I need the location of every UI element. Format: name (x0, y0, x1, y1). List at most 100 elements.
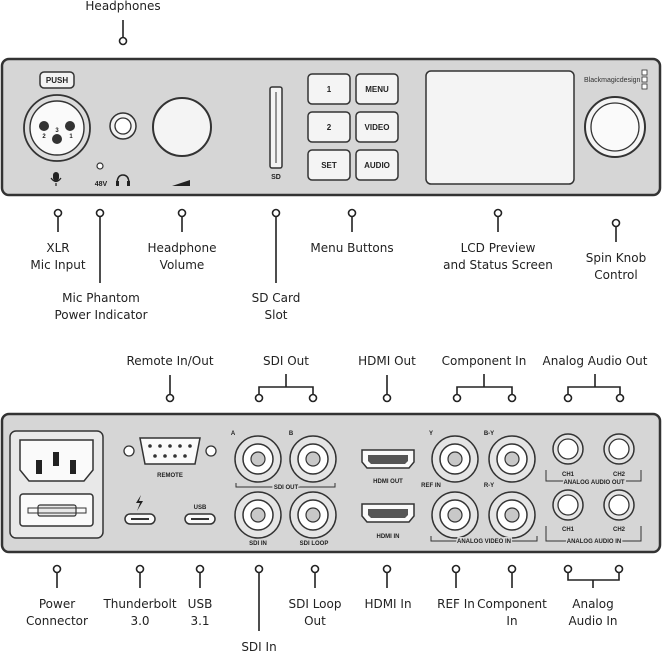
svg-text:Out: Out (304, 614, 326, 628)
usb-port: USB (184, 505, 216, 525)
ref-in-label: REF IN (421, 483, 441, 489)
svg-text:Connector: Connector (26, 614, 88, 628)
xlr-pin-1: 1 (69, 134, 73, 140)
video-button[interactable]: VIDEO (355, 111, 399, 143)
audio-in-ch1-label: CH1 (562, 527, 575, 533)
set-button[interactable]: SET (307, 149, 351, 181)
menu-button[interactable]: MENU (355, 73, 399, 105)
headphones-icon (116, 174, 130, 186)
front-callouts: Headphones XLR Mic Input Mic Phantom Pow… (30, 0, 646, 322)
svg-text:Mic Input: Mic Input (30, 258, 85, 272)
sdi-in-label: SDI IN (249, 541, 267, 547)
phantom-label: 48V (95, 181, 108, 188)
svg-text:3.1: 3.1 (190, 614, 209, 628)
lcd-screen (425, 70, 575, 185)
svg-text:1[interactable]: 1 (327, 85, 332, 94)
by-label: B-Y (484, 431, 494, 437)
svg-text:SET[interactable]: SET (321, 161, 337, 170)
audio-in-ch2-jack (603, 489, 635, 521)
sdi-loop-label: SDI LOOP (300, 541, 329, 547)
svg-text:Slot: Slot (265, 308, 288, 322)
power-connector (9, 430, 104, 539)
svg-text:3.0: 3.0 (130, 614, 149, 628)
audio-in-ch1-jack (552, 489, 584, 521)
volume-knob[interactable] (152, 97, 212, 157)
callout-analog-audio-out: Analog Audio Out (543, 354, 648, 368)
component-y-bnc (431, 435, 479, 483)
callout-power: Power (39, 597, 75, 611)
bnc-a-label: A (231, 431, 236, 437)
callout-sdi-loop: SDI Loop (289, 597, 342, 611)
rear-top-callouts: Remote In/Out SDI Out HDMI Out Component… (126, 354, 648, 403)
sd-label: SD (271, 174, 281, 181)
audio-out-ch2-jack (603, 433, 635, 465)
callout-menu: Menu Buttons (310, 241, 393, 255)
audio-in-ch2-label: CH2 (613, 527, 626, 533)
callout-phantom: Mic Phantom (62, 291, 140, 305)
sdi-in-bnc (234, 491, 282, 539)
callout-sdi-in: SDI In (241, 640, 276, 654)
svg-text:Audio In: Audio In (568, 614, 617, 628)
sdi-out-a-bnc (234, 435, 282, 483)
xlr-connector: PUSH 2 3 1 (23, 71, 91, 162)
volume-ramp-icon (172, 180, 190, 186)
analog-audio-in-label: ANALOG AUDIO IN (567, 539, 621, 545)
svg-text:AUDIO[interactable]: AUDIO (364, 161, 390, 170)
callout-hdmi-in: HDMI In (364, 597, 411, 611)
phantom-led (96, 162, 104, 170)
audio-out-ch1-label: CH1 (562, 472, 575, 478)
front-panel: PUSH 2 3 1 48V SD (0, 57, 662, 197)
callout-sd: SD Card (252, 291, 301, 305)
callout-remote: Remote In/Out (126, 354, 213, 368)
hdmi-out-label: HDMI OUT (373, 479, 403, 485)
rear-panel: REMOTE USB A B SDI OUT SDI I (0, 412, 662, 554)
button-1[interactable]: 1 (307, 73, 351, 105)
sdi-out-b-bnc (289, 435, 337, 483)
bnc-b-label: B (289, 431, 294, 437)
microphone-icon (50, 172, 62, 186)
brand-logo-icon (641, 69, 648, 90)
audio-out-ch1-jack (552, 433, 584, 465)
sdi-loop-bnc (289, 491, 337, 539)
svg-text:VIDEO[interactable]: VIDEO (365, 123, 390, 132)
push-label: PUSH (46, 76, 68, 85)
callout-thunderbolt: Thunderbolt (102, 597, 176, 611)
remote-label: REMOTE (157, 473, 183, 479)
audio-out-ch2-label: CH2 (613, 472, 626, 478)
callout-analog-in: Analog (572, 597, 613, 611)
hdmi-out-port: HDMI OUT (361, 449, 415, 485)
component-by-bnc (488, 435, 536, 483)
svg-text:Power Indicator: Power Indicator (54, 308, 147, 322)
button-2[interactable]: 2 (307, 111, 351, 143)
callout-hdmi-out: HDMI Out (358, 354, 416, 368)
usb-label: USB (194, 505, 207, 511)
hdmi-in-port: HDMI IN (361, 503, 415, 540)
callout-lcd: LCD Preview (461, 241, 536, 255)
sdi-out-label: SDI OUT (274, 485, 299, 491)
ref-in-bnc (431, 491, 479, 539)
analog-video-in-label: ANALOG VIDEO IN (457, 539, 511, 545)
svg-text:and Status Screen: and Status Screen (443, 258, 553, 272)
rear-bottom-callouts: Power Connector Thunderbolt 3.0 USB 3.1 … (26, 564, 624, 654)
callout-component-in: Component In (442, 354, 527, 368)
xlr-pin-2: 2 (42, 134, 46, 140)
analog-audio-out-label: ANALOG AUDIO OUT (563, 480, 624, 486)
callout-xlr: XLR (46, 241, 69, 255)
svg-text:2[interactable]: 2 (327, 123, 332, 132)
xlr-pin-3: 3 (55, 128, 59, 134)
thunderbolt-port (124, 495, 156, 525)
hdmi-in-label: HDMI IN (377, 534, 400, 540)
y-label: Y (429, 431, 433, 437)
brand-label: Blackmagicdesign (584, 77, 641, 84)
callout-headphones: Headphones (85, 0, 160, 13)
thunderbolt-icon (136, 495, 143, 511)
svg-text:MENU[interactable]: MENU (365, 85, 389, 94)
callout-knob: Spin Knob (586, 251, 646, 265)
ry-label: R-Y (484, 483, 494, 489)
audio-button[interactable]: AUDIO (355, 149, 399, 181)
remote-port: REMOTE (123, 437, 217, 479)
svg-text:In: In (506, 614, 517, 628)
callout-sdi-out: SDI Out (263, 354, 309, 368)
component-ry-bnc (488, 491, 536, 539)
